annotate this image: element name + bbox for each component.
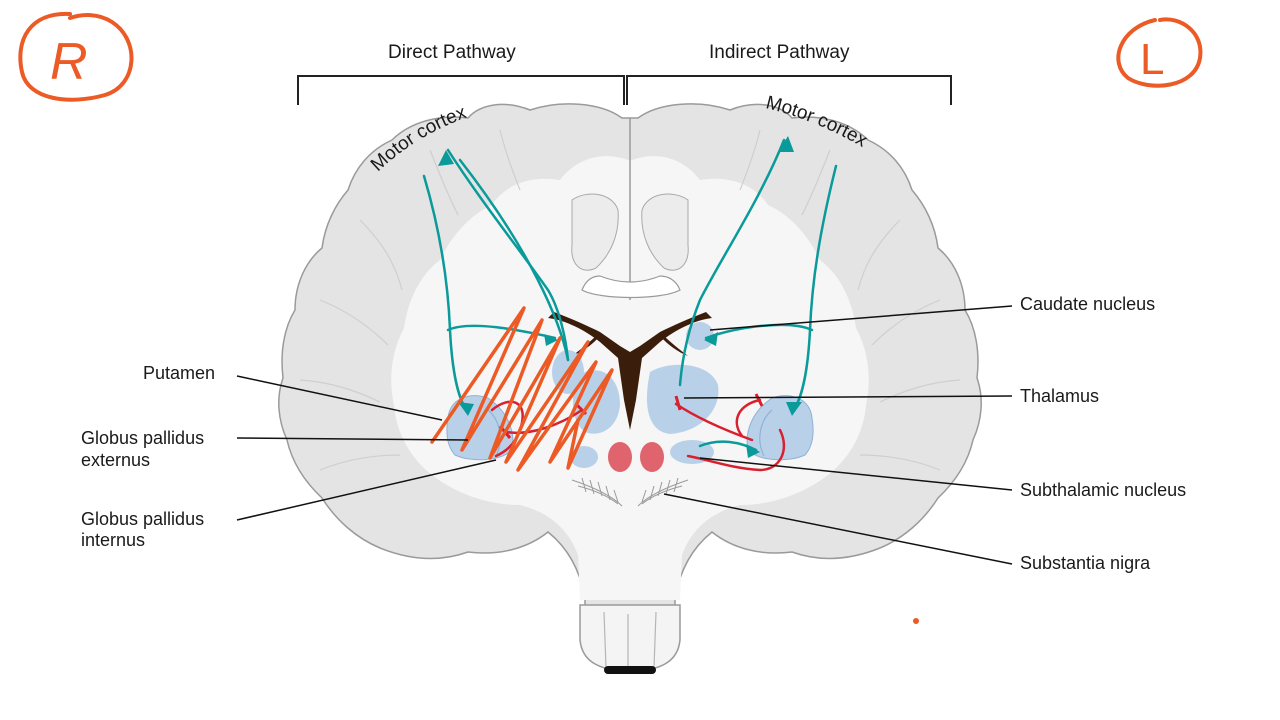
left-side-marker (1116, 17, 1203, 88)
direct-pathway-bracket (297, 75, 625, 105)
gyri-folds (299, 129, 961, 471)
leader-lines (236, 305, 1013, 565)
brain-section (278, 103, 982, 674)
red-nucleus-left (640, 442, 664, 472)
substantia-nigra-label: Substantia nigra (1020, 553, 1151, 573)
left-side-letter: L (1140, 35, 1164, 84)
red-nucleus-right (608, 442, 632, 472)
hand-annotation-dot (913, 618, 919, 624)
projection-arrowheads (438, 136, 802, 458)
inhibitory-connections (490, 398, 786, 472)
caudate-left (686, 322, 714, 350)
right-side-letter: R (50, 33, 88, 91)
globus-pallidus-internus-label-line1: Globus pallidus (81, 509, 205, 529)
right-side-marker (18, 11, 134, 102)
subthalamic-nucleus-label: Subthalamic nucleus (1020, 480, 1187, 500)
substantia-nigra (571, 477, 689, 507)
thalamus-left-hemisphere (646, 364, 719, 434)
indirect-pathway-title: Indirect Pathway (709, 42, 850, 63)
brainstem-base (604, 666, 656, 674)
thalamus-label: Thalamus (1020, 386, 1100, 406)
globus-pallidus-internus-label-line2: internus (81, 530, 146, 550)
corpus-callosum (581, 275, 681, 299)
globus-pallidus-externus-label-line2: externus (81, 450, 151, 470)
indirect-pathway-bracket (626, 75, 952, 105)
globus-pallidus-externus-label-line1: Globus pallidus (81, 428, 205, 448)
hand-annotation-zigzag (430, 306, 614, 472)
direct-pathway-title: Direct Pathway (388, 42, 516, 63)
lateral-ventricles (548, 312, 712, 430)
putamen-label: Putamen (143, 363, 216, 383)
caudate-nucleus-label: Caudate nucleus (1020, 294, 1156, 314)
cortical-projections (422, 138, 838, 452)
brainstem (579, 604, 681, 673)
